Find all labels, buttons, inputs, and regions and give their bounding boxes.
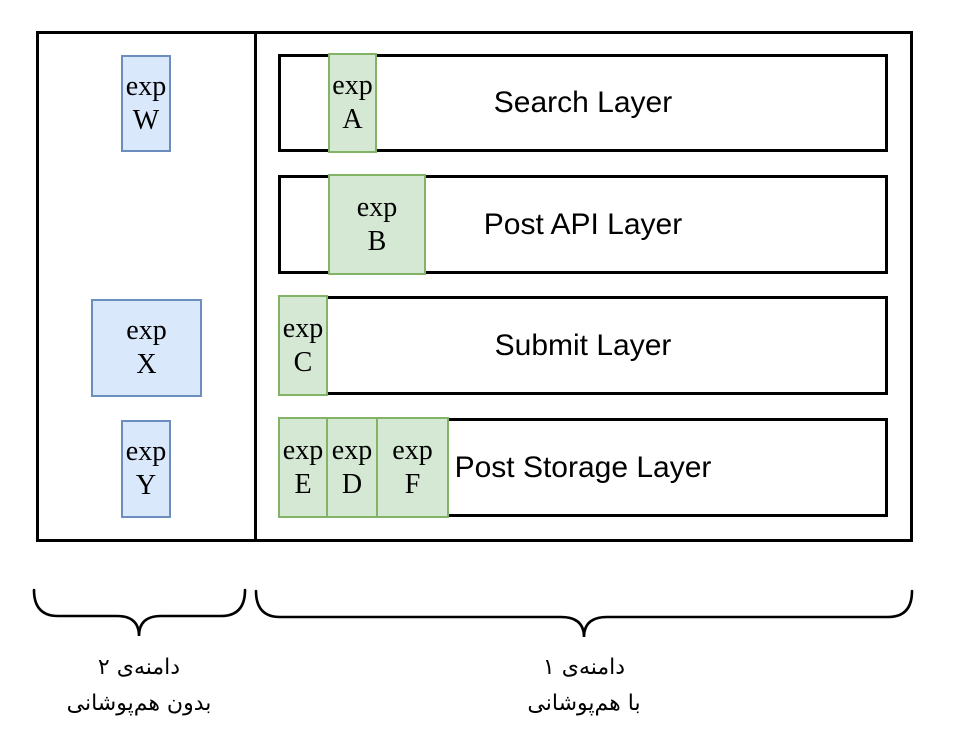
layer-label-post-api: Post API Layer (483, 207, 683, 241)
domain-1-label-line1: دامنه‌ی ۱ (542, 655, 626, 680)
domain-2-label-line1: دامنه‌ی ۲ (97, 655, 181, 680)
exp-d-prefix: exp (331, 434, 373, 466)
exp-e-prefix: exp (282, 434, 324, 466)
layer-label-post-storage: Post Storage Layer (454, 450, 712, 484)
layer-bar-search: Search Layer (278, 54, 888, 152)
exp-a-letter: A (342, 104, 363, 135)
exp-x-box: exp X (91, 299, 202, 397)
exp-c-letter: C (293, 346, 313, 378)
exp-b-letter: B (367, 225, 387, 257)
exp-f-letter: F (404, 468, 421, 500)
exp-w-box: exp W (121, 55, 171, 152)
exp-b-box: exp B (328, 174, 426, 275)
layer-bar-submit: Submit Layer (278, 296, 888, 395)
exp-x-prefix: exp (126, 315, 167, 346)
exp-c-prefix: exp (282, 312, 324, 344)
exp-w-prefix: exp (125, 70, 167, 102)
exp-a-box: exp A (328, 53, 377, 153)
exp-d-letter: D (341, 468, 363, 500)
exp-e-box: exp E (278, 417, 328, 518)
domain-2-label-line2: بدون هم‌پوشانی (66, 691, 212, 716)
exp-y-prefix: exp (125, 436, 167, 467)
domain-1-label: دامنه‌ی ۱ با هم‌پوشانی (434, 650, 734, 722)
exp-x-letter: X (136, 349, 157, 380)
exp-y-letter: Y (135, 470, 157, 501)
exp-d-box: exp D (326, 417, 378, 518)
exp-f-box: exp F (376, 417, 449, 518)
underbraces (32, 588, 914, 638)
exp-w-letter: W (132, 104, 160, 136)
domain-1-label-line2: با هم‌پوشانی (527, 691, 641, 716)
underbrace-left (32, 588, 247, 637)
panel-divider (254, 31, 257, 542)
exp-c-box: exp C (278, 295, 328, 396)
exp-e-letter: E (294, 468, 312, 500)
layer-label-submit: Submit Layer (494, 328, 672, 362)
exp-f-prefix: exp (392, 434, 433, 466)
layer-label-search: Search Layer (493, 86, 673, 119)
exp-b-prefix: exp (356, 191, 398, 223)
domain-2-label: دامنه‌ی ۲ بدون هم‌پوشانی (29, 650, 249, 722)
underbrace-right (254, 589, 914, 638)
exp-a-prefix: exp (332, 70, 373, 101)
exp-y-box: exp Y (121, 420, 171, 518)
